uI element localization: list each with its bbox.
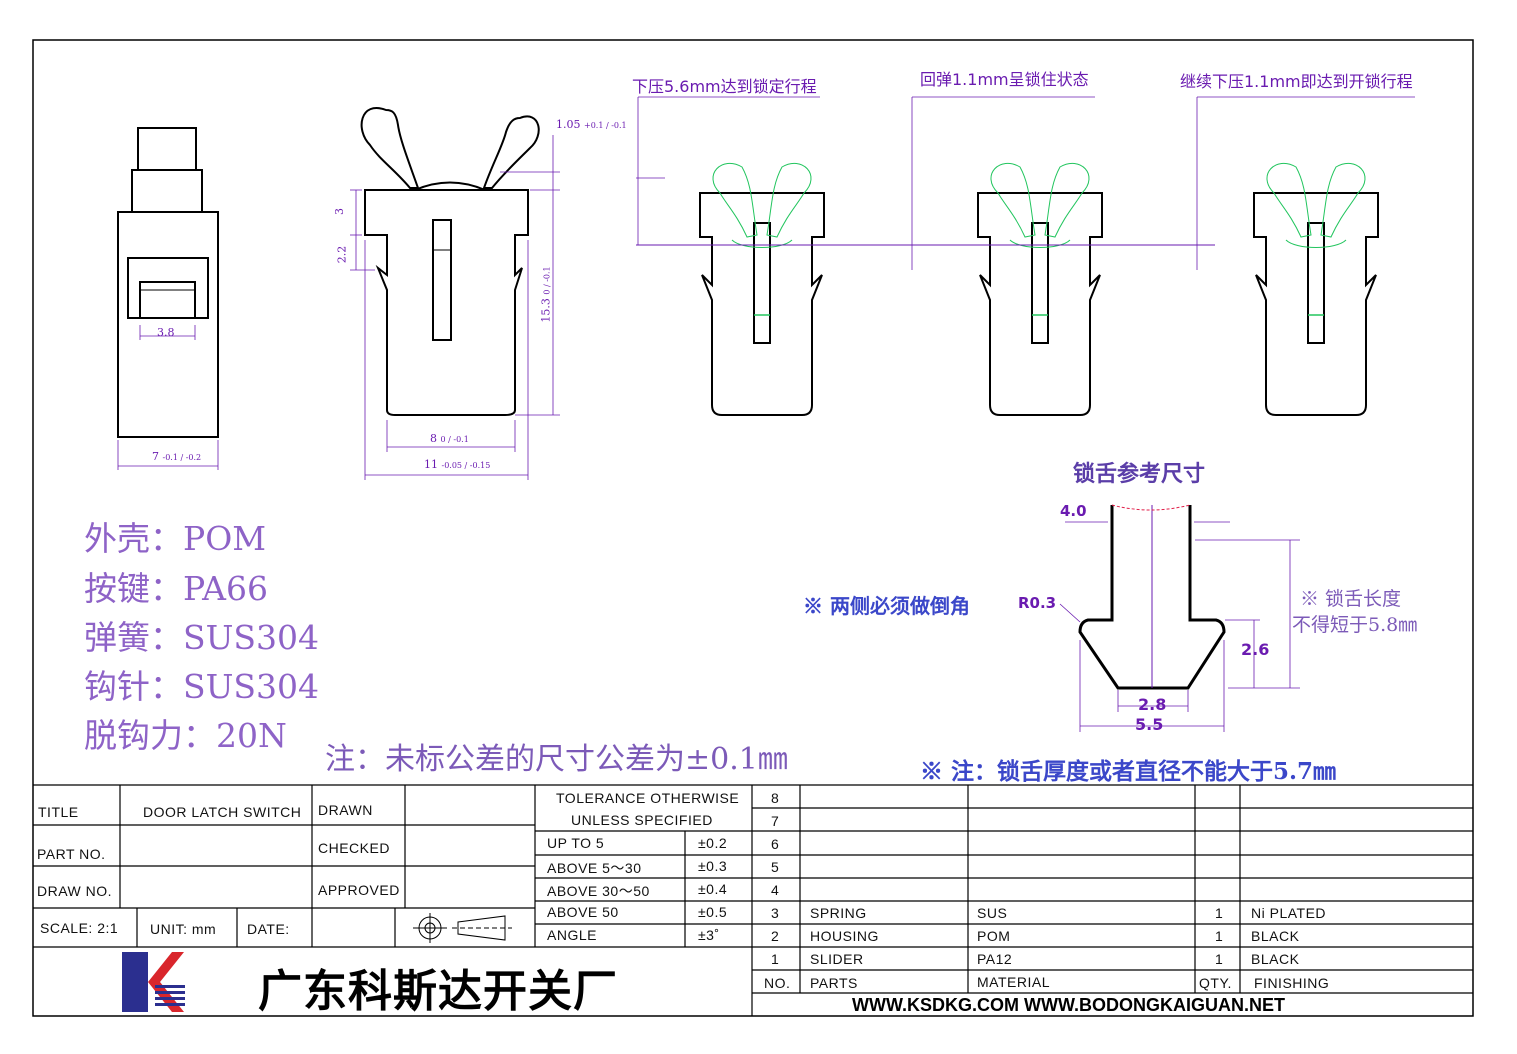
unit-label: UNIT: mm: [150, 921, 217, 937]
bom-cell-finishing: BLACK: [1251, 951, 1300, 967]
tolerance-value: ±0.3: [698, 858, 728, 874]
dim-1-05-value: 1.05: [556, 118, 581, 131]
bom-header-parts: PARTS: [810, 975, 858, 991]
tongue-dim-2-8: 2.8: [1138, 695, 1167, 714]
tongue-title: 锁舌参考尺寸: [1073, 461, 1206, 487]
bom-cell-part: SLIDER: [810, 951, 864, 967]
drawing-border: [32, 39, 1474, 1017]
tongue-thickness-note: ※ 注：锁舌厚度或者直径不能大于5.7㎜: [920, 758, 1337, 785]
step-note-3: 继续下压1.1mm即达到开锁行程: [1180, 72, 1413, 91]
title-label: TITLE: [38, 804, 79, 820]
title-value: DOOR LATCH SWITCH: [143, 804, 302, 820]
material-spring: 弹簧：SUS304: [84, 618, 320, 657]
bom-cell-no: 4: [771, 882, 780, 898]
company-name: 广东科斯达开关厂: [258, 966, 618, 1017]
dim-1-05: 1.05 +0.1 / -0.1: [556, 118, 627, 131]
tolerance-header-2: UNLESS SPECIFIED: [571, 812, 713, 828]
tongue-dim-4-0: 4.0: [1060, 502, 1087, 520]
dim-8: 8 0 / -0.1: [430, 432, 469, 445]
tongue-length-note-2: 不得短于5.8㎜: [1292, 614, 1418, 636]
material-housing: 外壳：POM: [84, 519, 267, 558]
tolerance-range: ABOVE 30～50: [547, 883, 650, 899]
checked-label: CHECKED: [318, 840, 390, 856]
dim-8-tol: 0 / -0.1: [440, 435, 469, 444]
dim-3-8: 3.8: [157, 326, 175, 339]
dim-15-3-value: 15.3: [539, 298, 553, 323]
dim-15-3: 15.3 0 / -0.1: [540, 266, 553, 322]
bom-cell-no: 5: [771, 859, 780, 875]
stage-views: [636, 96, 1415, 416]
bom-cell-part: SPRING: [810, 905, 867, 921]
dim-3: 3: [333, 208, 346, 215]
projection-symbol-icon: [413, 913, 512, 943]
tolerance-range: ABOVE 50: [547, 904, 619, 920]
release-force: 脱钩力：20N: [84, 716, 287, 755]
bom-cell-qty: 1: [1215, 905, 1224, 921]
material-hook: 钩针：SUS304: [84, 667, 320, 706]
dim-11-tol: -0.05 / -0.15: [441, 461, 491, 470]
dim-7-value: 7: [152, 450, 159, 463]
tolerance-range: UP TO 5: [547, 835, 605, 851]
bom-cell-qty: 1: [1215, 951, 1224, 967]
bom-cell-material: SUS: [977, 905, 1008, 921]
dim-1-05-tol: +0.1 / -0.1: [584, 121, 627, 130]
bom-header-qty: QTY.: [1199, 975, 1232, 991]
bom-cell-finishing: Ni PLATED: [1251, 905, 1327, 921]
tolerance-value: ±0.4: [698, 881, 728, 897]
tongue-dim-5-5: 5.5: [1135, 715, 1164, 734]
dim-11: 11 -0.05 / -0.15: [424, 458, 490, 471]
draw-no-label: DRAW NO.: [37, 883, 113, 899]
dim-15-3-tol: 0 / -0.1: [542, 266, 552, 295]
dim-7-tol: -0.1 / -0.2: [162, 453, 202, 462]
general-tolerance-note: 注：未标公差的尺寸公差为±0.1㎜: [325, 742, 788, 777]
drawn-label: DRAWN: [318, 802, 373, 818]
dim-11-value: 11: [424, 458, 438, 471]
bom-header-finishing: FINISHING: [1254, 975, 1330, 991]
dim-7: 7 -0.1 / -0.2: [152, 450, 201, 463]
tongue-drawing: [1059, 504, 1300, 732]
part-no-label: PART NO.: [37, 846, 106, 862]
bom-cell-material: PA12: [977, 951, 1013, 967]
bom-cell-part: HOUSING: [810, 928, 879, 944]
tolerance-value: ±0.5: [698, 904, 728, 920]
date-label: DATE:: [247, 921, 290, 937]
tongue-length-note-1: ※ 锁舌长度: [1300, 588, 1402, 610]
bom-cell-no: 2: [771, 928, 780, 944]
company-logo-icon: [122, 952, 185, 1012]
bom-cell-no: 8: [771, 790, 780, 806]
bom-cell-no: 7: [771, 813, 780, 829]
dim-2-2: 2.2: [335, 245, 349, 264]
website-links: WWW.KSDKG.COM WWW.BODONGKAIGUAN.NET: [852, 995, 1285, 1015]
tolerance-range: ABOVE 5～30: [547, 860, 642, 876]
material-button: 按键：PA66: [84, 569, 268, 608]
bom-cell-no: 1: [771, 951, 780, 967]
bom-header-no: NO.: [764, 975, 791, 991]
tolerance-header-1: TOLERANCE OTHERWISE: [556, 790, 740, 806]
scale-label: SCALE: 2:1: [40, 920, 119, 936]
bom-cell-finishing: BLACK: [1251, 928, 1300, 944]
approved-label: APPROVED: [318, 882, 400, 898]
dim-8-value: 8: [430, 432, 437, 445]
tongue-dim-2-6: 2.6: [1241, 640, 1270, 659]
step-note-1: 下压5.6mm达到锁定行程: [632, 77, 817, 96]
tolerance-value: ±3˚: [698, 927, 720, 943]
title-block-grid: [33, 784, 1473, 1016]
bom-cell-no: 6: [771, 836, 780, 852]
bom-cell-material: POM: [977, 928, 1011, 944]
bom-cell-no: 3: [771, 905, 780, 921]
chamfer-note: ※ 两侧必须做倒角: [803, 594, 970, 618]
bom-header-material: MATERIAL: [977, 974, 1050, 990]
tolerance-range: ANGLE: [547, 927, 597, 943]
front-view: [350, 107, 560, 480]
bom-cell-qty: 1: [1215, 928, 1224, 944]
chamfer-radius: R0.3: [1018, 594, 1057, 612]
tolerance-value: ±0.2: [698, 835, 728, 851]
side-view: [117, 127, 219, 470]
step-note-2: 回弹1.1mm呈锁住状态: [920, 70, 1089, 89]
